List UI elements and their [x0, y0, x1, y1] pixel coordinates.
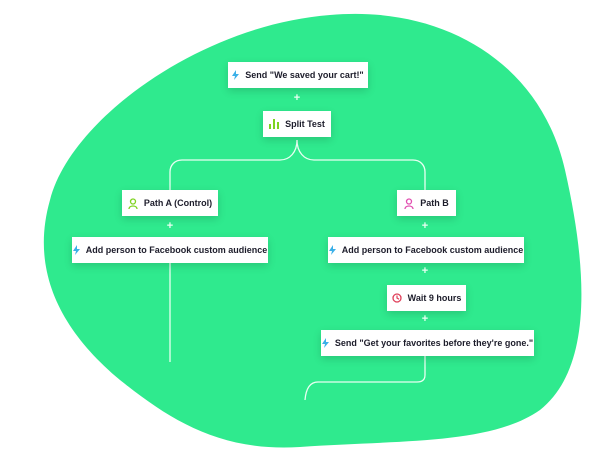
- person-icon: [404, 197, 414, 209]
- bar-chart-icon: [269, 119, 280, 129]
- path-b-node[interactable]: Path B: [397, 190, 456, 216]
- add-step-plus[interactable]: +: [421, 265, 429, 277]
- lightning-icon: [232, 70, 240, 80]
- person-icon: [128, 197, 138, 209]
- clock-icon: [392, 293, 402, 303]
- add-step-plus[interactable]: +: [421, 220, 429, 232]
- add-audience-a-node[interactable]: Add person to Facebook custom audience: [72, 237, 268, 263]
- connector-lines: [169, 139, 426, 401]
- add-step-plus[interactable]: +: [293, 92, 301, 104]
- split-test-node[interactable]: Split Test: [263, 111, 331, 137]
- add-step-plus[interactable]: +: [166, 220, 174, 232]
- send-cart-email-node[interactable]: Send "We saved your cart!": [228, 62, 368, 88]
- lightning-icon: [328, 245, 336, 255]
- lightning-icon: [72, 245, 80, 255]
- wait-node[interactable]: Wait 9 hours: [387, 285, 466, 311]
- lightning-icon: [321, 338, 329, 348]
- path-a-node[interactable]: Path A (Control): [122, 190, 218, 216]
- add-step-plus[interactable]: +: [421, 313, 429, 325]
- send-favorites-email-node[interactable]: Send "Get your favorites before they're …: [321, 330, 534, 356]
- add-audience-b-node[interactable]: Add person to Facebook custom audience: [328, 237, 524, 263]
